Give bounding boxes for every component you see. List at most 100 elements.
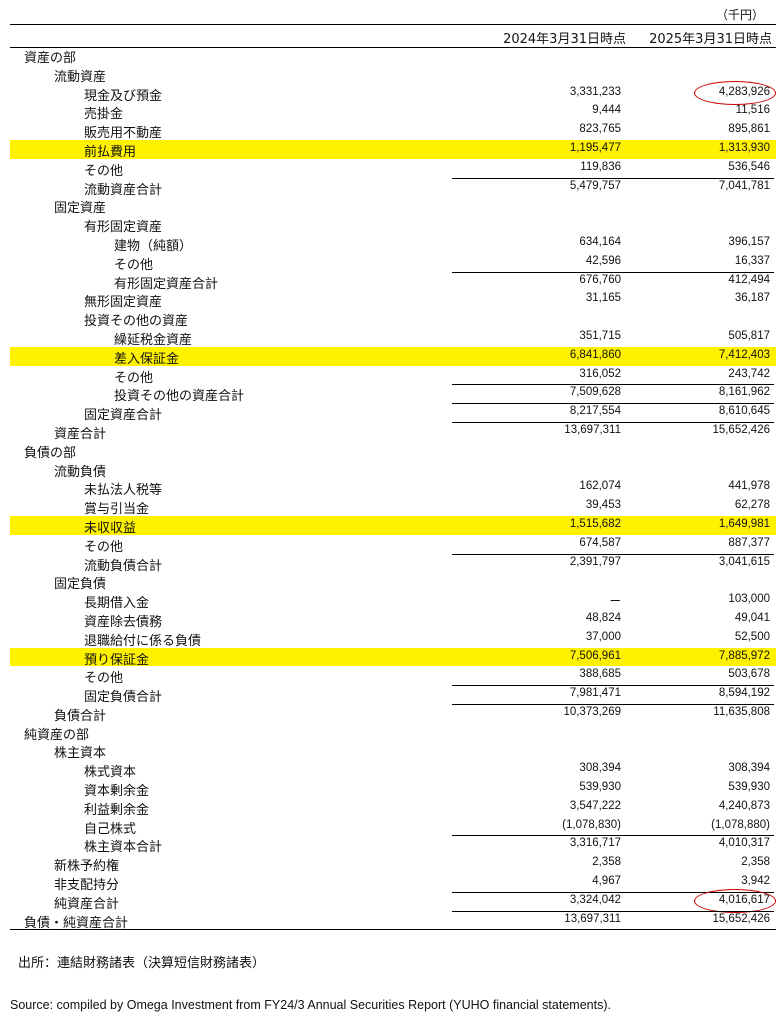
row-label: 流動資産 <box>54 69 107 85</box>
value-fy25: 7,041,781 <box>601 177 775 192</box>
row-label: 株主資本 <box>54 746 107 762</box>
value-fy24: 2,358 <box>592 856 621 869</box>
value-fy24: 3,331,233 <box>569 85 621 98</box>
value-fy24: 48,824 <box>585 611 621 624</box>
table-header: 2024年3月31日時点 2025年3月31日時点 <box>10 24 776 48</box>
value-fy25: 15,652,426 <box>602 910 774 925</box>
row-label: 繰延税金資産 <box>114 332 193 348</box>
value-fy24: 3,316,717 <box>451 835 623 850</box>
row-label: 流動負債 <box>54 464 107 480</box>
value-fy24: 162,074 <box>579 480 621 493</box>
value-fy24: 5,479,757 <box>451 177 623 192</box>
row-label: 資本剰余金 <box>84 784 150 800</box>
row-label: 賞与引当金 <box>84 502 150 518</box>
row-label: 販売用不動産 <box>84 126 163 142</box>
value-fy24: 37,000 <box>585 630 621 643</box>
table-row: 固定資産 <box>10 196 776 216</box>
row-label: 固定負債合計 <box>84 690 163 706</box>
value-fy25: 3,942 <box>741 875 770 888</box>
value-fy24: 119,836 <box>580 160 621 173</box>
row-label: 預り保証金 <box>84 652 150 668</box>
value-fy25: 36,187 <box>734 292 770 305</box>
value-fy25: 536,546 <box>728 160 770 173</box>
row-label: 流動資産合計 <box>84 182 163 198</box>
row-label: 純資産の部 <box>24 727 90 743</box>
source-note-jp: 出所：連結財務諸表（決算短信財務諸表） <box>18 956 266 971</box>
value-fy24: 634,164 <box>579 235 621 248</box>
value-fy24: 13,697,311 <box>452 421 622 436</box>
value-fy24: 388,685 <box>579 668 621 681</box>
value-fy24: 39,453 <box>585 499 621 512</box>
row-label: その他 <box>114 370 154 386</box>
value-fy25: 503,678 <box>728 668 770 681</box>
value-fy25: 49,041 <box>734 611 770 624</box>
value-fy25: 7,412,403 <box>718 348 770 361</box>
value-fy25: 16,337 <box>734 254 770 267</box>
value-fy24: (1,078,830) <box>562 818 621 831</box>
table-row: 負債の部 <box>10 441 776 461</box>
value-fy24: 3,547,222 <box>569 799 621 812</box>
value-fy25: 505,817 <box>728 329 770 342</box>
row-label: 自己株式 <box>84 821 137 837</box>
value-fy25: 895,861 <box>728 123 770 136</box>
value-fy25: 1,649,981 <box>718 517 770 530</box>
table-row: その他 388,685 503,678 <box>10 666 776 687</box>
row-label: 資産合計 <box>54 426 107 442</box>
row-label: その他 <box>84 539 124 555</box>
value-fy25: 11,516 <box>735 104 770 117</box>
value-fy24: 6,841,860 <box>569 348 621 361</box>
value-fy24: 2,391,797 <box>451 553 623 568</box>
row-label: その他 <box>84 163 124 179</box>
value-fy25: 4,283,926 <box>718 85 770 98</box>
value-fy24: 9,444 <box>592 104 621 117</box>
value-fy24: 10,373,269 <box>452 703 622 718</box>
table-row: 流動資産 <box>10 65 776 85</box>
table-row: 自己株式 (1,078,830) (1,078,880) <box>10 817 776 837</box>
value-fy25: 8,594,192 <box>601 685 775 700</box>
value-fy25: 2,358 <box>741 856 770 869</box>
row-label: 建物（純額） <box>114 238 193 254</box>
value-fy25: 887,377 <box>728 536 770 549</box>
row-label: 固定負債 <box>54 577 107 593</box>
table-row: その他 119,836 536,546 <box>10 159 776 179</box>
value-fy25: 243,742 <box>728 367 770 380</box>
row-label: 前払費用 <box>84 144 137 160</box>
row-label: 資産除去債務 <box>84 614 163 630</box>
table-row: 純資産の部 <box>10 723 776 743</box>
row-label: 資産の部 <box>24 51 77 66</box>
value-fy25: 11,635,808 <box>602 703 774 718</box>
value-fy24: 8,217,554 <box>451 403 623 418</box>
value-fy25: (1,078,880) <box>711 818 770 831</box>
row-label: その他 <box>114 257 154 273</box>
table-row: 資産除去債務 48,824 49,041 <box>10 610 776 630</box>
row-label: 未収収益 <box>84 520 137 536</box>
row-label: 利益剰余金 <box>84 802 150 818</box>
value-fy25: 8,610,645 <box>601 403 775 418</box>
value-fy24: 351,715 <box>579 329 621 342</box>
row-label: その他 <box>84 671 124 687</box>
value-fy24: 308,394 <box>579 762 621 775</box>
